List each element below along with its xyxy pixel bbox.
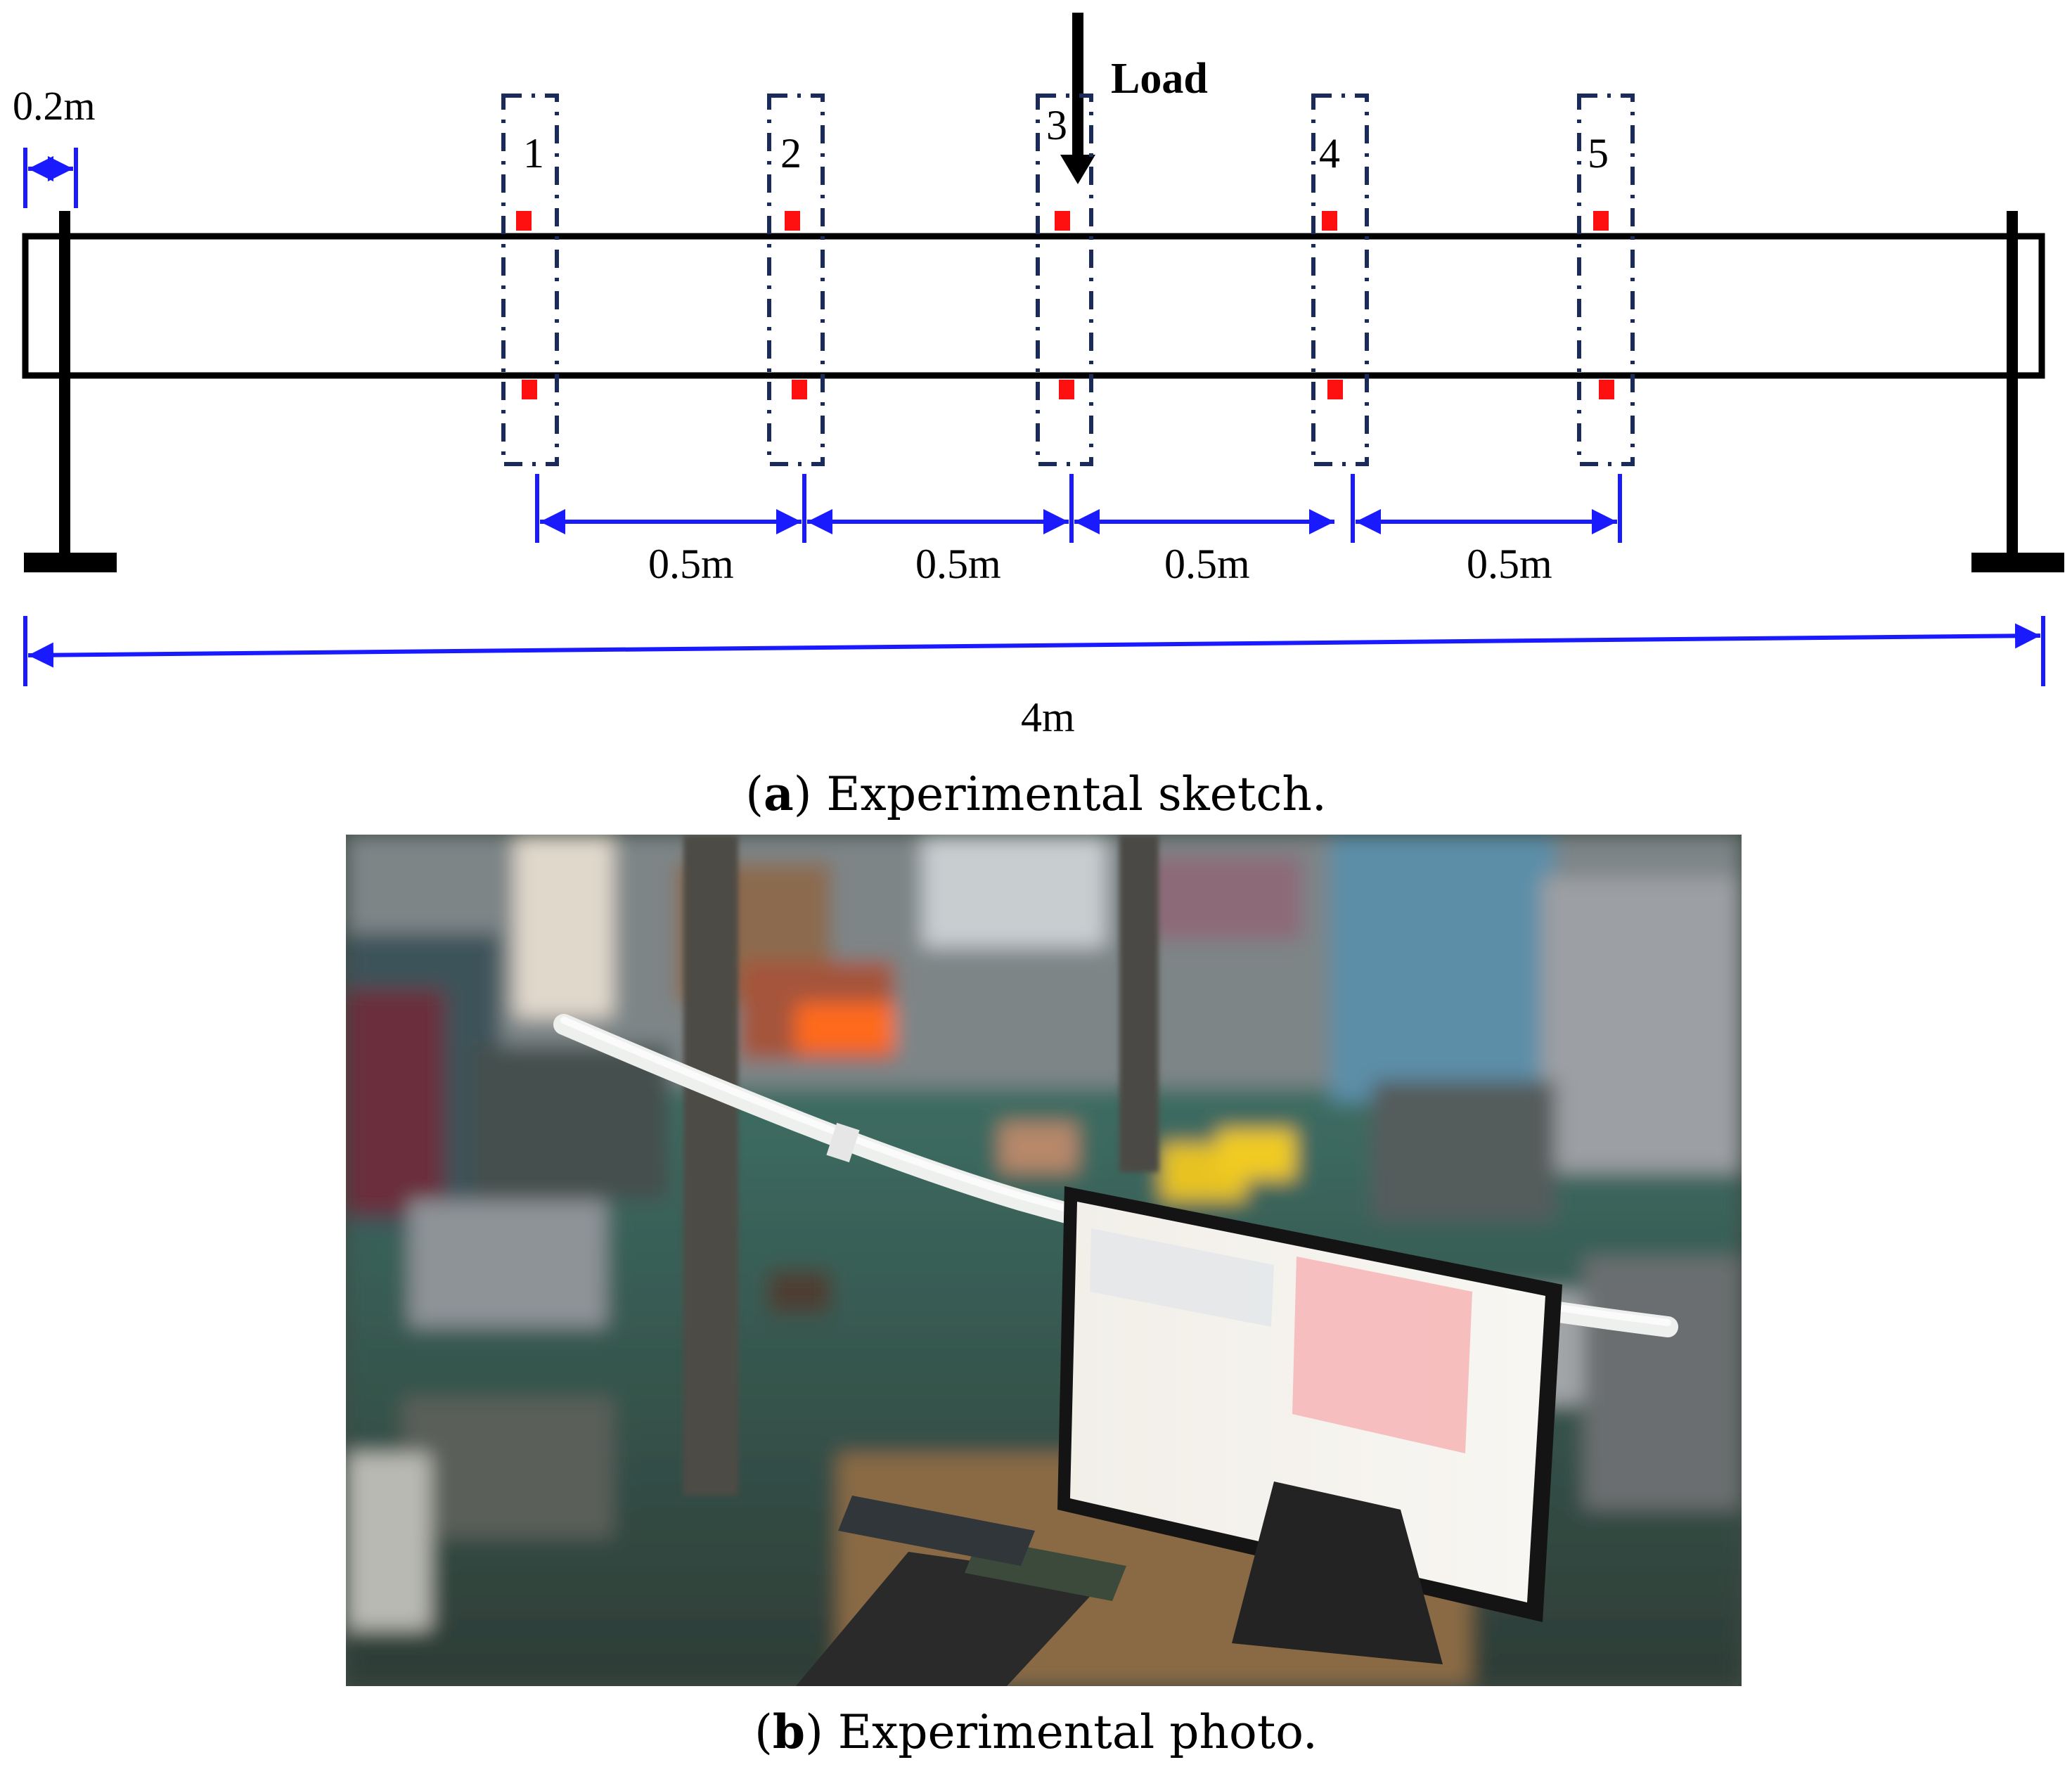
- caption-b: (b) Experimental photo.: [754, 1704, 1318, 1759]
- left-support: [24, 211, 117, 572]
- spacing-dimensions: [535, 474, 1622, 543]
- load-arrow: [1060, 13, 1095, 184]
- sensor-top: [516, 211, 532, 231]
- caption-b-letter: b: [772, 1704, 806, 1759]
- spacing-label-1: 0.5m: [648, 541, 734, 587]
- beam: [22, 233, 2045, 379]
- sensor-bottom: [1327, 380, 1343, 399]
- sensor-top: [1055, 211, 1070, 231]
- caption-a-letter: a: [763, 766, 794, 821]
- total-span-dimension: [23, 616, 2045, 686]
- sensor-top: [1593, 211, 1609, 231]
- support-offset-dimension: [23, 148, 78, 208]
- experimental-photo: [346, 835, 1742, 1686]
- sensor-top: [1322, 211, 1337, 231]
- station-3: 3: [1036, 94, 1093, 466]
- sensor-bottom: [792, 380, 807, 399]
- station-label: 4: [1319, 130, 1340, 176]
- caption-a: (a) Experimental sketch.: [745, 766, 1327, 821]
- station-label: 5: [1588, 130, 1609, 176]
- photo-keyboard: [796, 1496, 1126, 1686]
- spacing-label-3: 0.5m: [1164, 541, 1250, 587]
- station-4: 4: [1311, 94, 1369, 466]
- caption-b-text: ) Experimental photo.: [805, 1705, 1318, 1759]
- support-offset-label: 0.2m: [13, 83, 96, 129]
- station-label: 2: [780, 130, 802, 176]
- station-label: 3: [1046, 102, 1067, 148]
- station-1: 1: [501, 94, 559, 466]
- caption-a-text: ) Experimental sketch.: [793, 767, 1327, 821]
- station-2: 2: [767, 94, 825, 466]
- right-support: [1971, 211, 2064, 572]
- load-label: Load: [1111, 55, 1208, 103]
- sensor-bottom: [1059, 380, 1074, 399]
- sensor-bottom: [1599, 380, 1614, 399]
- sensor-top: [785, 211, 800, 231]
- photo-columns: [683, 835, 1159, 1496]
- spacing-label-4: 0.5m: [1467, 541, 1552, 587]
- sensor-bottom: [522, 380, 537, 399]
- photo-monitor: [1057, 1186, 1562, 1664]
- station-5: 5: [1577, 94, 1635, 466]
- total-span-label: 4m: [1021, 694, 1075, 740]
- station-label: 1: [523, 130, 544, 176]
- spacing-label-2: 0.5m: [915, 541, 1001, 587]
- experimental-sketch: 0.2m Load 1 2 3 4: [13, 13, 2064, 740]
